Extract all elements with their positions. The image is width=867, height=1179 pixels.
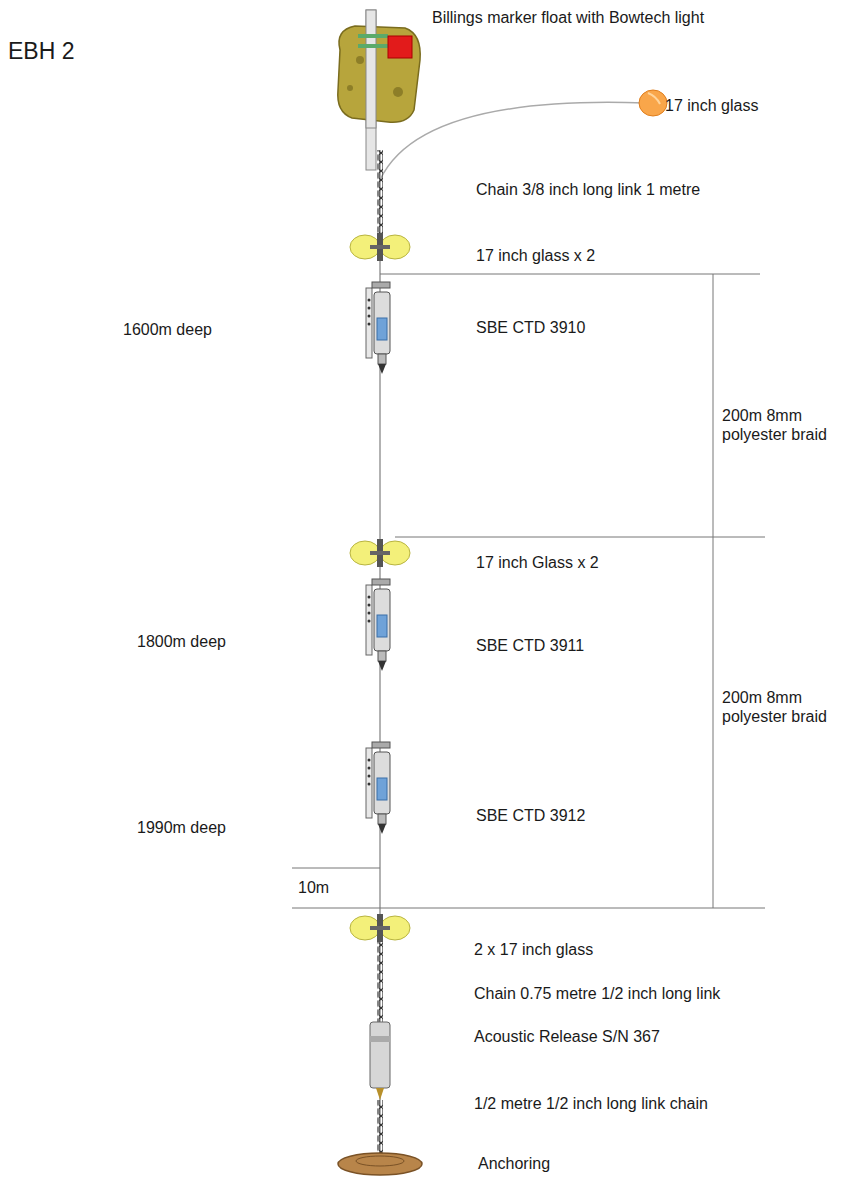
part-label: 10m	[298, 878, 329, 897]
part-label: 1800m deep	[137, 632, 226, 651]
part-label: 200m 8mm polyester braid	[722, 688, 862, 726]
part-label: SBE CTD 3911	[476, 636, 584, 655]
part-label: Chain 3/8 inch long link 1 metre	[476, 180, 700, 199]
part-label: 17 inch glass	[665, 96, 758, 115]
part-label: 1600m deep	[123, 320, 212, 339]
part-label: 17 inch glass x 2	[476, 246, 595, 265]
diagram-title: EBH 2	[8, 38, 74, 64]
part-label: Acoustic Release S/N 367	[474, 1027, 660, 1046]
part-label: 1990m deep	[137, 818, 226, 837]
part-label: SBE CTD 3910	[476, 318, 585, 337]
part-label: 1/2 metre 1/2 inch long link chain	[474, 1094, 708, 1113]
part-label: 17 inch Glass x 2	[476, 553, 599, 572]
part-label: Chain 0.75 metre 1/2 inch long link	[474, 984, 720, 1003]
part-label: 200m 8mm polyester braid	[722, 406, 862, 444]
part-label: Billings marker float with Bowtech light	[432, 8, 704, 27]
part-label: SBE CTD 3912	[476, 806, 585, 825]
part-label: 2 x 17 inch glass	[474, 940, 593, 959]
part-label: Anchoring	[478, 1154, 550, 1173]
